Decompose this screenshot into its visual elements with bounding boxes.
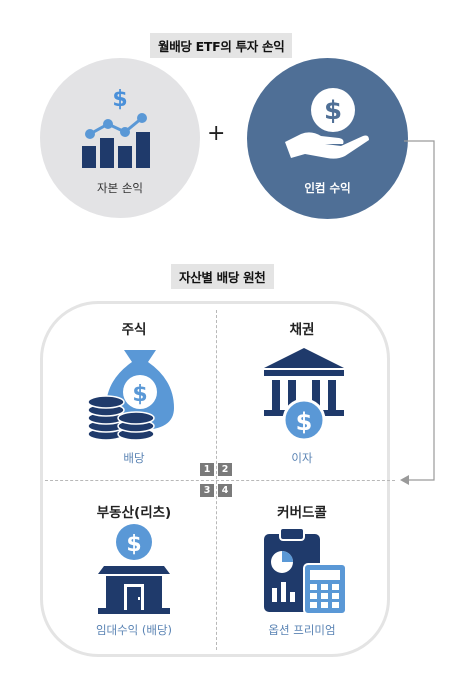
plus-operator: + — [207, 121, 226, 146]
vertical-divider — [216, 310, 217, 650]
sources-panel — [40, 301, 390, 657]
hand-dollar-coin-icon: $ — [285, 88, 369, 159]
svg-text:$: $ — [132, 382, 147, 407]
quadrant-number-4: 4 — [218, 484, 232, 497]
page-title: 월배당 ETF의 투자 손익 — [150, 33, 293, 58]
income-label: 인컴 수익 — [304, 181, 351, 195]
quadrant-number-3: 3 — [200, 484, 214, 497]
connector-arrow — [400, 140, 435, 485]
stocks-subtitle: 배당 — [123, 451, 145, 465]
reits-subtitle: 임대수익 (배당) — [95, 623, 173, 637]
quadrant-number-2: 2 — [218, 463, 232, 476]
bank-dollar-icon: $ — [264, 348, 344, 442]
covered-call-title: 커버드콜 — [277, 505, 327, 521]
bonds-subtitle: 이자 — [291, 451, 313, 465]
bar-chart-dollar-icon: $ — [82, 87, 150, 168]
svg-text:$: $ — [324, 96, 342, 126]
horizontal-divider — [45, 480, 395, 481]
reits-title: 부동산(리츠) — [96, 505, 172, 521]
svg-text:$: $ — [112, 87, 127, 112]
capital-gains-circle: $ 자본 손익 — [40, 58, 200, 218]
stocks-title: 주식 — [121, 322, 147, 338]
capital-gains-label: 자본 손익 — [97, 181, 143, 195]
sources-title: 자산별 배당 원천 — [171, 264, 274, 289]
bonds-title: 채권 — [289, 322, 315, 338]
clipboard-calculator-icon — [264, 527, 347, 615]
building-dollar-icon: $ — [98, 524, 170, 614]
svg-text:$: $ — [296, 408, 313, 436]
income-circle: $ 인컴 수익 — [247, 58, 408, 219]
quadrant-number-1: 1 — [200, 463, 214, 476]
money-bag-coins-icon: $ — [87, 350, 174, 441]
svg-text:$: $ — [126, 532, 141, 557]
covered-call-subtitle: 옵션 프리미엄 — [268, 623, 336, 637]
